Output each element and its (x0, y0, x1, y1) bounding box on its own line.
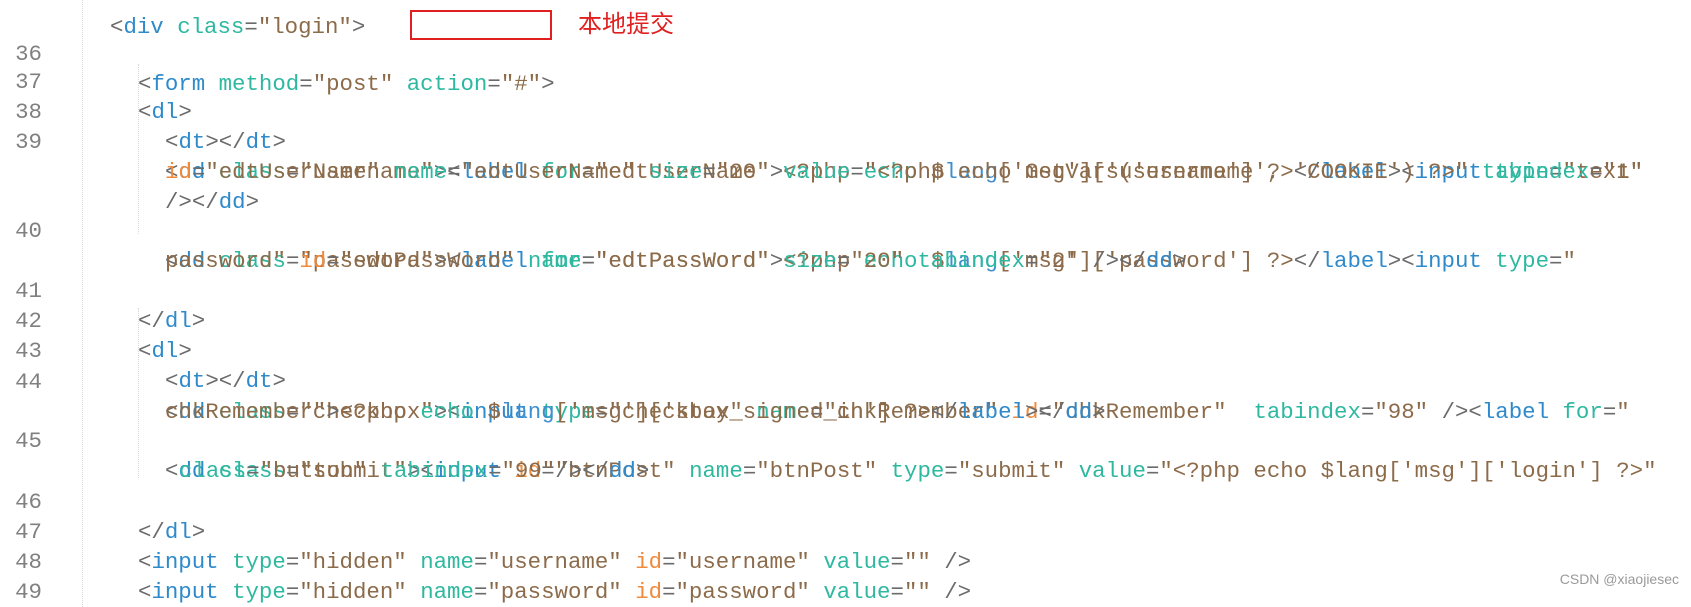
code-line-45-wrap: class="button" tabindex="99"/></dd> (179, 458, 650, 484)
line-number: 45 (15, 428, 42, 454)
gutter-divider (82, 0, 83, 607)
code-line-44: 44 <dd class="checkbox"><input type="che… (0, 337, 1630, 425)
annotation-label: 本地提交 (578, 10, 674, 38)
code-line-36: 36 <form method="post" action="#"> (0, 9, 554, 97)
line-number: 47 (15, 519, 42, 545)
code-line-42: 42 <dl> (0, 276, 192, 364)
line-number: 41 (15, 278, 42, 304)
line-number: 46 (15, 489, 42, 515)
code-line-41: 41 </dl> (0, 246, 205, 334)
highlight-box (410, 10, 552, 40)
indent-guide (138, 64, 139, 234)
code-line: <div class="login"> (110, 14, 366, 40)
code-line-39: 39 <dd class="username"><label for="edtU… (0, 97, 1643, 185)
line-number: 43 (15, 338, 42, 364)
code-line-39-wrap: id="edtUserName" name="edtUserName" size… (165, 159, 1644, 185)
code-line-45: 45 <dd class="submit"><input id="btnPost… (0, 396, 1656, 484)
line-number: 36 (15, 41, 42, 67)
line-number: 39 (15, 129, 42, 155)
watermark: CSDN @xiaojiesec (1559, 571, 1679, 587)
code-line-48: 48 <input type="hidden" name="password" … (0, 517, 971, 605)
line-number: 44 (15, 369, 42, 395)
code-line-39-wrap: /></dd> (165, 189, 260, 215)
code-line-38: 38 <dt></dt> (0, 67, 286, 155)
line-number: 49 (15, 579, 42, 605)
line-number: 42 (15, 308, 42, 334)
code-line-43: 43 <dt></dt> (0, 306, 286, 394)
line-number: 37 (15, 69, 42, 95)
code-line-46: 46 </dl> (0, 457, 205, 545)
line-number: 38 (15, 99, 42, 125)
code-line-44-wrap: chkRemember"><?php echo $lang['msg']['st… (165, 399, 1106, 425)
line-number: 48 (15, 549, 42, 575)
line-number: 40 (15, 218, 42, 244)
code-line-47: 47 <input type="hidden" name="username" … (0, 487, 971, 575)
code-line-49: 49 <input type="hidden" name="savedate" … (0, 547, 54, 605)
code-line-40-wrap: password" id="edtPassWord" name="edtPass… (165, 248, 1187, 274)
code-line-37: 37 <dl> (0, 37, 192, 125)
indent-guide (138, 308, 139, 478)
code-line-50: 50 </form> (0, 578, 54, 607)
code-line-40: 40 <dd class="password"><label for="edtP… (0, 186, 1576, 274)
